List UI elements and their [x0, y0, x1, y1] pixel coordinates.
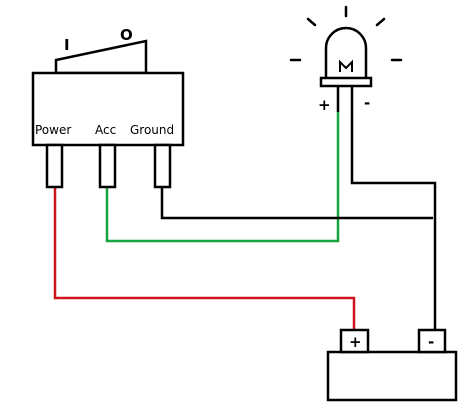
switch-ground-wire: [160, 187, 433, 220]
led-dome: [324, 26, 368, 78]
battery-positive-terminal: [339, 328, 370, 354]
battery: + -: [326, 328, 458, 402]
switch-body: [31, 71, 185, 147]
battery-negative-label: -: [428, 333, 434, 351]
terminal-label-power: Power: [35, 123, 71, 137]
battery-positive-label: +: [349, 333, 362, 351]
terminal-label-ground: Ground: [130, 123, 174, 137]
led-light-rays-icon: [289, 5, 403, 62]
led-cathode-wire: [350, 112, 437, 330]
rocker-switch: I O Power Acc Ground: [31, 26, 185, 189]
led-anode-label: +: [318, 96, 331, 114]
terminal-label-acc: Acc: [95, 123, 116, 137]
terminal-pin-power: [45, 143, 64, 189]
led-cathode-label: -: [364, 94, 370, 112]
switch-on-label: I: [64, 36, 70, 54]
battery-negative-terminal: [417, 328, 447, 354]
battery-body: [326, 350, 458, 402]
led-filament: [339, 59, 353, 72]
led-base-rim: [319, 76, 373, 88]
power-wire: [53, 187, 356, 333]
terminal-pin-ground: [153, 143, 172, 189]
led: + -: [289, 5, 403, 114]
acc-wire: [105, 112, 340, 243]
terminal-pin-acc: [98, 143, 117, 189]
switch-off-label: O: [120, 26, 133, 44]
